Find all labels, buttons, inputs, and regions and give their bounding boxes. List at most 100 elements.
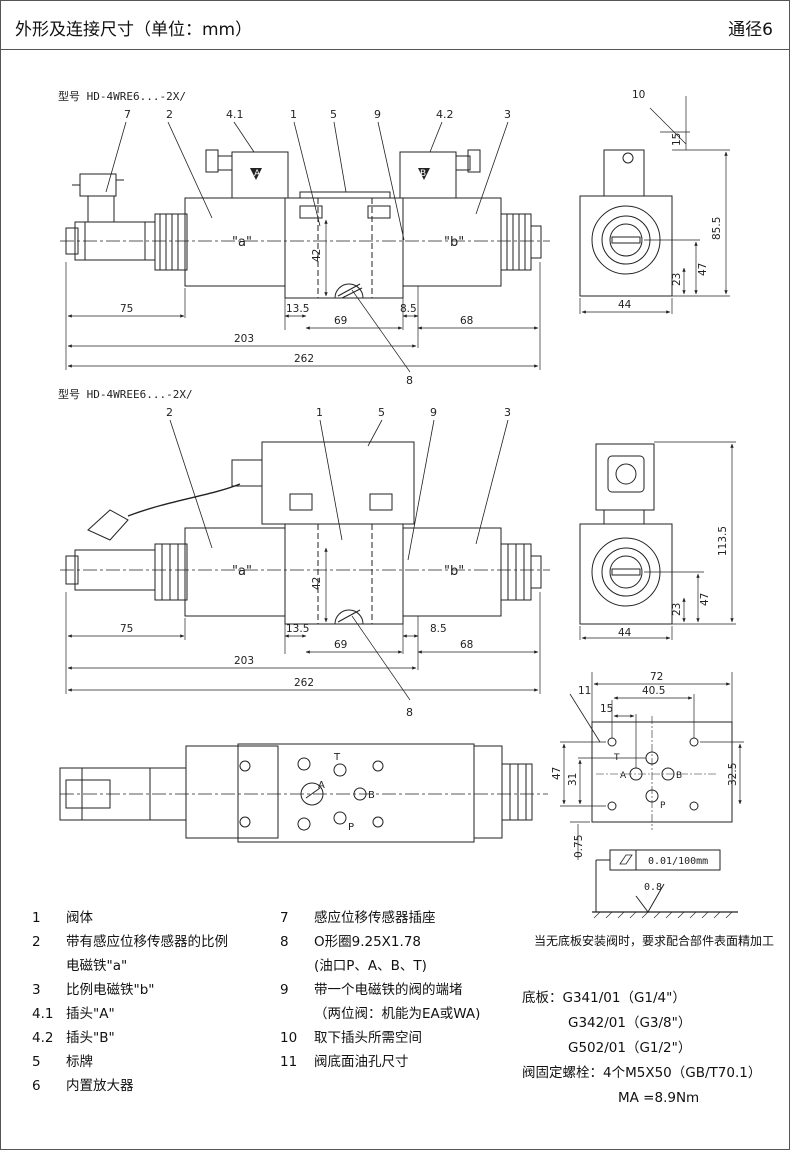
view1-valve-body [284,197,404,299]
torque-spec: MA =8.9Nm [618,1090,700,1106]
view1-nameplate [299,191,391,199]
view2-valve-body [284,523,404,625]
view1-dim-75: 75 [120,303,133,315]
top-port-b: B [368,790,375,801]
view1-callout-4-2: 4.2 [436,108,454,121]
view1-side-dim-10: 10 [632,89,645,101]
base-dim-31: 31 [567,773,579,786]
view1-side-dim-47: 47 [697,263,709,276]
view1-o-ring-port [334,283,364,299]
roughness-value: 0.8 [644,882,662,893]
subplate-list: 底板：G341/01（G1/4"） G342/01（G3/8"） G502/01… [522,986,761,1111]
page-header: 外形及连接尺寸（单位：mm） 通径6 [1,1,789,50]
view2-integrated-amplifier [261,441,415,525]
subplate-label: 底板： [522,990,563,1006]
subplate-row: G342/01（G3/8"） [522,1011,761,1036]
view2-sensor-socket [87,509,129,541]
base-dim-40-5: 40.5 [642,685,665,697]
base-outline [591,721,733,823]
mounting-surface-note: 当无底板安装阀时，要求配合部件表面精加工 [534,934,775,948]
view2-coil-a-label: "a" [232,564,252,579]
subplate-row: 底板：G341/01（G1/4"） [522,986,761,1011]
top-port-t: T [333,752,341,763]
view1-coil-b-label: "b" [444,235,464,250]
view1-callout-2: 2 [166,108,173,121]
top-port-a: A [318,780,325,791]
base-port-b: B [676,771,682,781]
view1-dim-69: 69 [334,315,347,327]
page-title: 外形及连接尺寸（单位：mm） [15,20,253,40]
view2-front-elevation: 型号 HD-4WREE6...-2X/ "a" "b" 2 1 5 [58,387,736,719]
base-callout-11: 11 [578,685,591,697]
view2-callout-2: 2 [166,406,173,419]
view2-callout-3: 3 [504,406,511,419]
bolts-spec: 4个M5X50（GB/T70.1） [603,1065,762,1081]
view1-sensor-socket [87,195,115,223]
view2-model-label: 型号 HD-4WREE6...-2X/ [58,387,193,401]
base-dim-0-75: 0.75 [573,835,585,858]
view1-dim-203: 203 [234,333,254,345]
view1-plug-a-letter: A [254,169,261,179]
view1-callout-3: 3 [504,108,511,121]
view2-side-elevation: 113.5 47 23 44 [579,441,736,640]
view1-dim-8-5: 8.5 [400,303,417,315]
view1-side-dim-44: 44 [618,299,632,311]
view1-plug-a [231,151,289,199]
view2-dim-8-5: 8.5 [430,623,447,635]
view1-callout-1: 1 [290,108,297,121]
view1-callout-8: 8 [406,374,413,387]
view2-coil-b-label: "b" [444,564,464,579]
view1-dimensions: 75 13.5 69 8.5 68 203 262 42 8 [120,249,473,387]
view1-dim-262: 262 [294,353,314,365]
view1-plug-b [399,151,457,199]
view1-front-elevation: 型号 HD-4WRE6...-2X/ A B [58,89,730,387]
top-view-valve-body [237,743,475,843]
view1-side-dim-85-5: 85.5 [711,217,723,240]
view1-callout-9: 9 [374,108,381,121]
view1-coil-a-label: "a" [232,235,252,250]
view2-dim-68: 68 [460,639,473,651]
view1-side-dim-23: 23 [671,273,683,286]
top-plan-view: T A B P [59,743,548,843]
view2-callout-5: 5 [378,406,385,419]
view2-callouts: 2 1 5 9 3 [166,406,511,419]
top-port-p: P [348,822,354,833]
subplate-item: G502/01（G1/2"） [568,1040,692,1056]
view1-model-label: 型号 HD-4WRE6...-2X/ [58,89,186,103]
view1-callout-4-1: 4.1 [226,108,244,121]
view2-dim-13-5: 13.5 [286,623,309,635]
view2-side-dim-23: 23 [671,603,683,616]
view2-side-dim-44: 44 [618,627,632,639]
base-dim-15: 15 [600,703,613,715]
nominal-size-label: 通径6 [728,20,773,40]
view1-side-elevation: 10 15 85.5 47 23 44 [579,89,730,314]
base-port-p: P [660,801,666,811]
view2-callout-9: 9 [430,406,437,419]
view1-dim-68: 68 [460,315,473,327]
subplate-item: G341/01（G1/4"） [562,990,686,1006]
view1-plug-b-letter: B [420,169,426,179]
base-dim-72: 72 [650,671,663,683]
base-dim-47: 47 [551,767,563,780]
view2-dim-262: 262 [294,677,314,689]
base-dim-32-5: 32.5 [727,763,739,786]
torque-row: MA =8.9Nm [522,1086,761,1111]
view2-dimensions: 75 13.5 69 8.5 68 203 262 42 8 [120,577,473,719]
view2-dim-42: 42 [311,577,323,590]
view1-callout-7: 7 [124,108,131,121]
view2-callout-8: 8 [406,706,413,719]
subplate-row: G502/01（G1/2"） [522,1036,761,1061]
view2-dim-203: 203 [234,655,254,667]
view2-side-dim-113-5: 113.5 [717,526,729,556]
view1-dim-42: 42 [311,249,323,262]
base-port-a: A [620,771,627,781]
bolt-row: 阀固定螺栓：4个M5X50（GB/T70.1） [522,1061,761,1086]
base-port-t: T [613,753,620,763]
view1-side-dim-15: 15 [671,133,683,146]
flatness-value: 0.01/100mm [648,856,708,867]
view1-dim-13-5: 13.5 [286,303,309,315]
view2-dim-69: 69 [334,639,347,651]
view2-dim-75: 75 [120,623,133,635]
view2-callout-1: 1 [316,406,323,419]
